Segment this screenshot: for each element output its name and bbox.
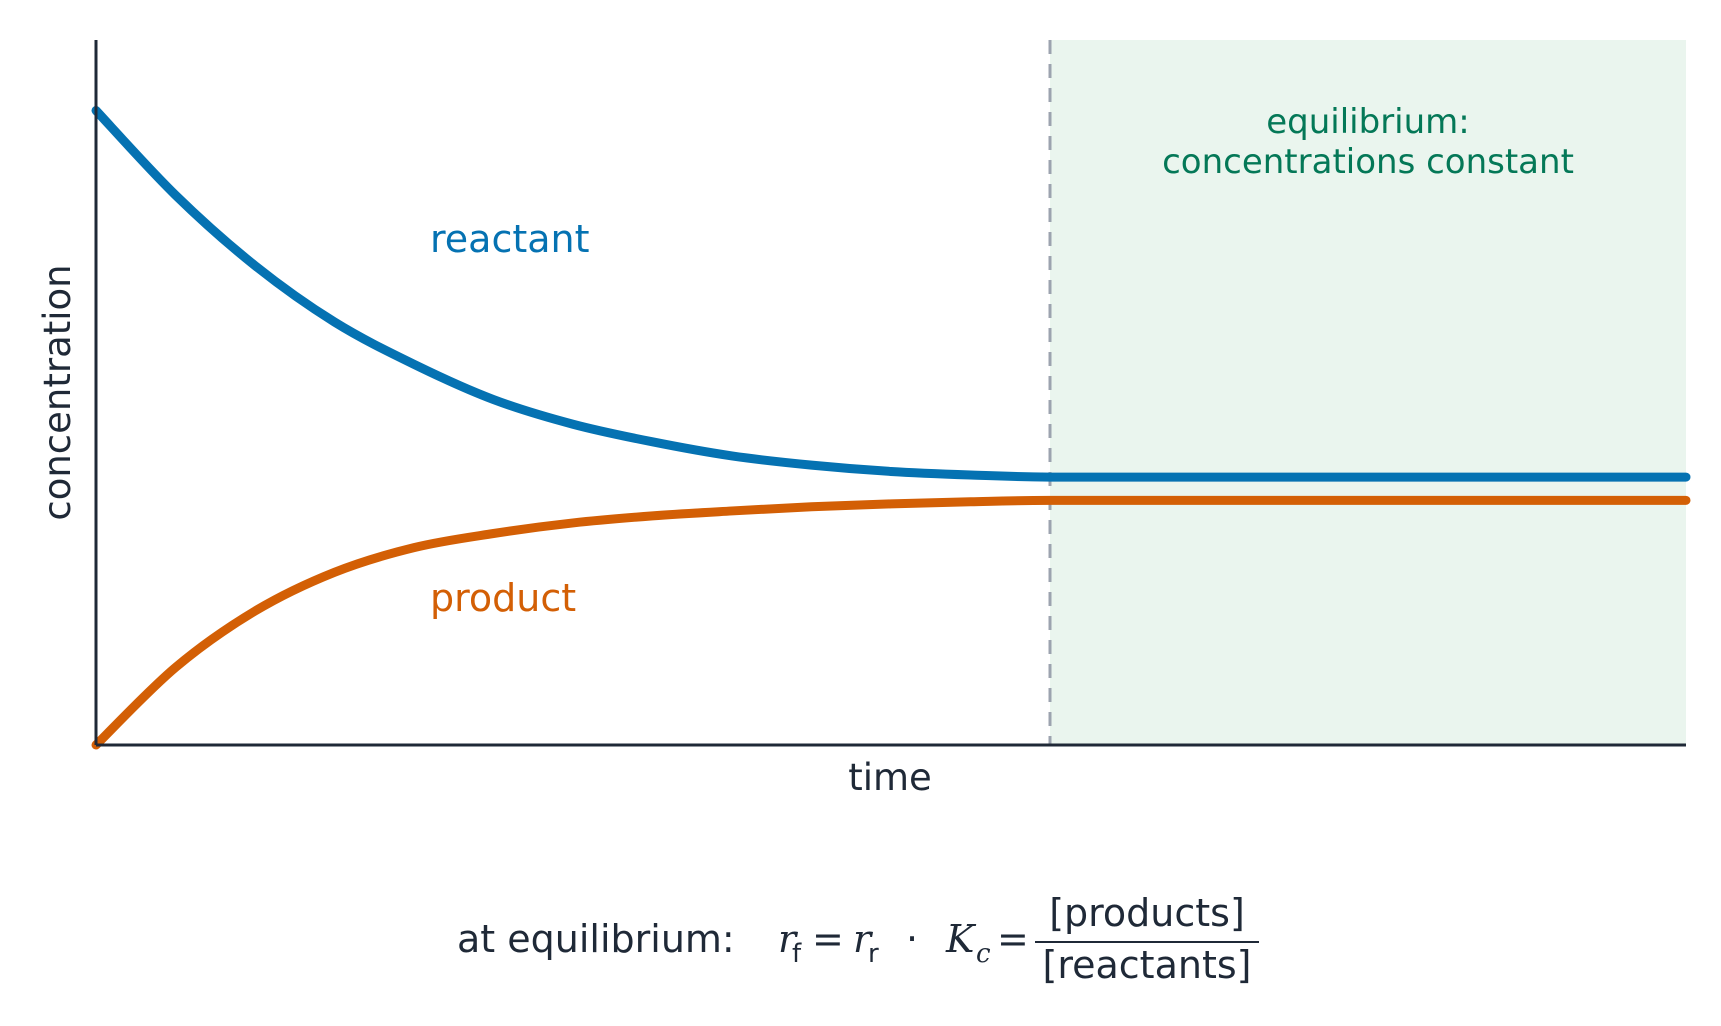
fraction-numerator: [products] [1049,891,1245,935]
reactant-series-line [91,106,1691,482]
equilibrium-label-line1: equilibrium: [1266,102,1470,142]
formula-prefix: at equilibrium: [457,917,735,961]
formula-equals-2: = [997,917,1029,961]
x-axis-label: time [848,756,932,799]
series-layer [91,106,1691,750]
rate-reverse-subscript: r [868,939,879,969]
product-series-line [91,495,1691,750]
product-series-label: product [430,576,576,620]
equilibrium-label-line2: concentrations constant [1162,142,1574,182]
fraction-denominator: [reactants] [1043,943,1252,987]
formula-equals-1: = [812,917,844,961]
rate-forward-symbol: r [778,917,799,961]
equilibrium-constant-subscript: c [976,939,991,969]
equilibrium-region [1050,40,1686,745]
y-axis-label: concentration [36,264,79,520]
reactant-series-label: reactant [430,217,590,261]
formula-separator: · [906,917,918,961]
rate-reverse-symbol: r [853,917,874,961]
rate-forward-subscript: f [792,939,802,969]
equilibrium-formula: at equilibrium: r f = r r · K c = [produ… [457,891,1259,987]
equilibrium-constant-symbol: K [945,917,977,961]
